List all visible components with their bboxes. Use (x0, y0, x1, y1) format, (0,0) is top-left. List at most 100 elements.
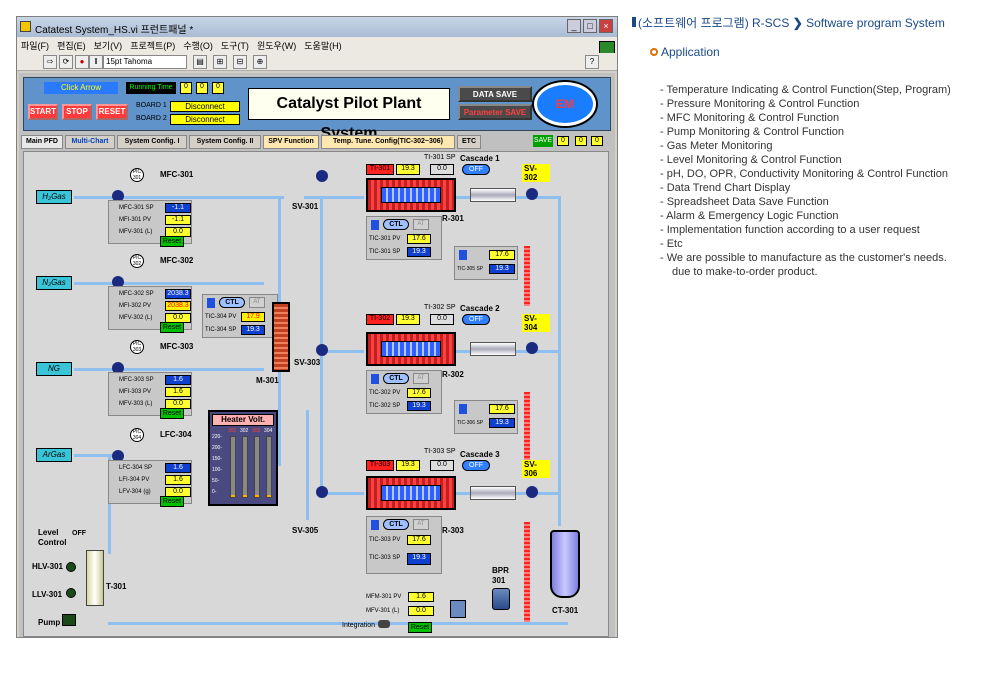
font-select[interactable]: 15pt Tahoma (103, 55, 187, 69)
menu-view[interactable]: 보기(V) (93, 41, 123, 51)
tic-303-ctl-toggle[interactable]: CTL (383, 519, 409, 530)
menu-operate[interactable]: 수행(O) (183, 41, 213, 51)
close-icon[interactable]: × (599, 19, 613, 33)
menu-tools[interactable]: 도구(T) (220, 41, 249, 51)
resize-icon[interactable]: ⊟ (233, 55, 247, 69)
run-arrow-icon[interactable]: ⇨ (43, 55, 57, 69)
mfc-301-sp-label: MFC-301 SP (119, 205, 154, 211)
lfc-304-sp-label: LFC-304 SP (119, 465, 153, 471)
pipe-r2 (320, 350, 364, 353)
pipe-level (108, 454, 111, 554)
mfm-301-reset-button[interactable]: Reset (408, 622, 432, 633)
tic-306-panel: 17.6 TIC-306 SP 19.3 (454, 400, 518, 434)
tic-303-at-button[interactable]: AT (413, 519, 429, 530)
bullet-circle-icon (650, 48, 658, 56)
lfc-304-reset-button[interactable]: Reset (160, 496, 184, 507)
stop-button[interactable]: STOP (62, 104, 92, 120)
mfc-302-valve-icon (112, 276, 124, 288)
tab-temp-tune[interactable]: Temp. Tune. Config(TIC-302~306) (321, 135, 455, 149)
hv-tick-50: 50- (212, 478, 220, 484)
tic-301-ctl-toggle[interactable]: CTL (383, 219, 409, 230)
sv-303-valve-icon[interactable] (316, 344, 328, 356)
tab-multi-chart[interactable]: Multi-Chart (65, 135, 115, 149)
sv-306-valve-icon[interactable] (526, 486, 538, 498)
start-button[interactable]: START (28, 104, 58, 120)
ti-303-sp-value[interactable]: 0.0 (430, 460, 454, 471)
help-icon[interactable]: ? (585, 55, 599, 69)
tic-304-ctl-toggle[interactable]: CTL (219, 297, 245, 308)
breadcrumb-english[interactable]: Software program System (806, 16, 945, 30)
ti-301-sp-value[interactable]: 0.0 (430, 164, 454, 175)
sv-305-valve-icon[interactable] (316, 486, 328, 498)
ti-302-sp-value[interactable]: 0.0 (430, 314, 454, 325)
tic-304-pv-value: 17.9 (241, 312, 265, 322)
distribute-icon[interactable]: ⊞ (213, 55, 227, 69)
tic-305-sp-value[interactable]: 19.3 (489, 264, 515, 274)
menu-help[interactable]: 도움말(H) (304, 41, 342, 51)
menu-window[interactable]: 윈도우(W) (256, 41, 297, 51)
tab-spv-function[interactable]: SPV Function (263, 135, 319, 149)
parameter-save-button[interactable]: Parameter SAVE (458, 104, 532, 120)
tic-301-sp-value[interactable]: 19.3 (407, 247, 431, 257)
heat-trace-3 (524, 522, 530, 622)
tic-304-sp-value[interactable]: 19.3 (241, 325, 265, 335)
abort-icon[interactable]: ● (75, 55, 89, 69)
emergency-button[interactable]: EM (534, 82, 596, 126)
sv-305-tag: SV-305 (292, 526, 319, 535)
integration-switch[interactable] (378, 620, 390, 628)
pause-icon[interactable]: ‖ (89, 55, 103, 69)
front-panel: Click Arrow Running Time 0 0 0 START STO… (19, 73, 615, 637)
data-save-button[interactable]: DATA SAVE (458, 86, 532, 102)
mfc-303-reset-button[interactable]: Reset (160, 408, 184, 419)
tic-302-sp-value[interactable]: 19.3 (407, 401, 431, 411)
mfc-301-sp-value[interactable]: -1.1 (165, 203, 191, 213)
tab-system-config-2[interactable]: System Config. II (189, 135, 261, 149)
tab-etc[interactable]: ETC (457, 135, 481, 149)
menu-project[interactable]: 프로젝트(P) (130, 41, 176, 51)
menu-edit[interactable]: 편집(E) (57, 41, 86, 51)
lfc-304-sp-value[interactable]: 1.6 (165, 463, 191, 473)
sv-301-valve-icon[interactable] (316, 170, 328, 182)
cascade-3-toggle[interactable]: OFF (462, 460, 490, 471)
tic-303-sp-value[interactable]: 19.3 (407, 553, 431, 565)
tic-304-at-button[interactable]: AT (249, 297, 265, 308)
mfc-303-sp-value[interactable]: 1.6 (165, 375, 191, 385)
save-indicator-m: 0 (575, 136, 587, 146)
tic-306-sp-value[interactable]: 19.3 (489, 418, 515, 428)
tic-301-at-button[interactable]: AT (413, 219, 429, 230)
level-control-toggle[interactable]: OFF (72, 530, 86, 537)
run-continuous-icon[interactable]: ⟳ (59, 55, 73, 69)
tic-301-pv-value: 17.6 (407, 234, 431, 244)
tic-302-at-button[interactable]: AT (413, 373, 429, 384)
tic-302-ctl-toggle[interactable]: CTL (383, 373, 409, 384)
cascade-1-toggle[interactable]: OFF (462, 164, 490, 175)
reorder-icon[interactable]: ⊕ (253, 55, 267, 69)
mfc-302-sp-value[interactable]: 2038.3 (165, 289, 191, 299)
sv-302-valve-icon[interactable] (526, 188, 538, 200)
pic-301-icon: PIC 301 (130, 168, 144, 182)
hv-bar-304 (266, 436, 272, 498)
mfc-302-mfv-label: MFV-302 (L) (119, 315, 153, 321)
hv-bar-301 (230, 436, 236, 498)
mfc-302-reset-button[interactable]: Reset (160, 322, 184, 333)
align-icon[interactable]: ▤ (193, 55, 207, 69)
maximize-icon[interactable]: □ (583, 19, 597, 33)
reactor-r302-core (381, 341, 441, 357)
mfc-303-block: PIC 303 MFC-303 MFC-303 SP 1.6 MFI-303 P… (100, 340, 196, 420)
mfc-301-block: PIC 301 MFC-301 MFC-301 SP -1.1 MFI-301 … (100, 168, 196, 248)
cascade-2-toggle[interactable]: OFF (462, 314, 490, 325)
llv-301-label: LLV-301 (32, 590, 63, 599)
heater-volt-scale: 220- 200- 150- 100- 50- 0- (212, 432, 222, 498)
mfc-301-reset-button[interactable]: Reset (160, 236, 184, 247)
minimize-icon[interactable]: _ (567, 19, 581, 33)
reset-button[interactable]: RESET (96, 104, 128, 120)
tab-system-config-1[interactable]: System Config. I (117, 135, 187, 149)
pump-indicator[interactable] (62, 614, 76, 626)
breadcrumb-korean[interactable]: (소프트웨어 프로그램) R-SCS (638, 16, 790, 30)
ti-303-tag: TI-303 (366, 460, 394, 471)
tab-main-pfd[interactable]: Main PFD (21, 135, 63, 149)
mfc-303-pv-label: MFI-303 PV (119, 389, 152, 395)
sv-304-valve-icon[interactable] (526, 342, 538, 354)
menu-file[interactable]: 파일(F) (21, 41, 50, 51)
pic-302-icon: PIC 302 (130, 254, 144, 268)
